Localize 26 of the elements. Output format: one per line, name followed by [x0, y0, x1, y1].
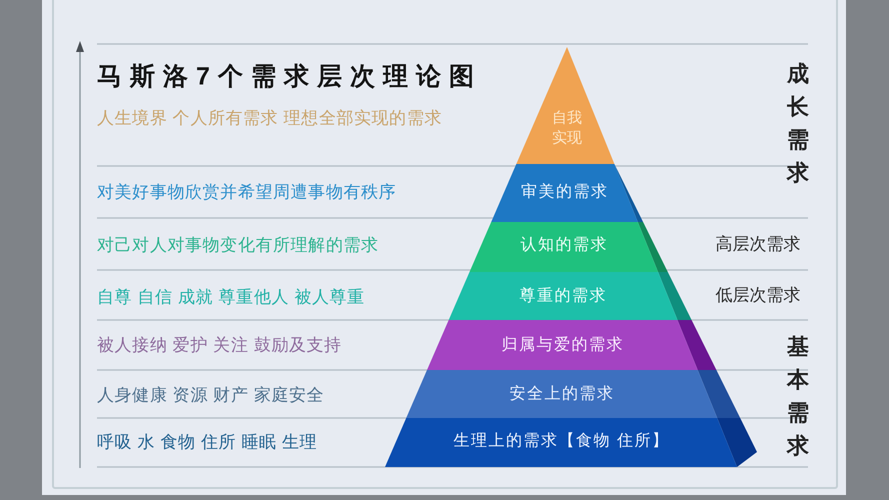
level-label: 审美的需求 [521, 182, 609, 203]
pyramid-level [491, 164, 638, 222]
description-text: 自尊 自信 成就 尊重他人 被人尊重 [97, 286, 365, 308]
description-text: 对美好事物欣赏并希望周遭事物有秩序 [97, 182, 396, 204]
level-label: 归属与爱的需求 [501, 336, 624, 356]
pyramid-level [448, 272, 678, 320]
level-label: 安全上的需求 [510, 384, 615, 405]
pyramid-level [427, 320, 698, 370]
level-label: 尊重的需求 [520, 286, 608, 307]
level-group-label: 高层次需求 [716, 234, 800, 256]
pyramid-level [406, 370, 718, 418]
title: 马斯洛7个需求层次理论图 [97, 62, 482, 92]
level-group-label: 低层次需求 [716, 284, 800, 306]
group-label: 成长需求 [785, 60, 810, 187]
pyramid-level [516, 47, 615, 164]
description-text: 人生境界 个人所有需求 理想全部实现的需求 [97, 108, 442, 130]
level-label: 生理上的需求【食物 住所】 [453, 432, 670, 452]
pyramid-level [385, 418, 737, 467]
description-text: 呼吸 水 食物 住所 睡眠 生理 [97, 432, 318, 454]
description-text: 对己对人对事物变化有所理解的需求 [97, 234, 379, 256]
description-text: 被人接纳 爱护 关注 鼓励及支持 [97, 334, 342, 356]
level-label: 自我实现 [552, 108, 582, 148]
level-label: 认知的需求 [520, 236, 608, 256]
pyramid-level [469, 222, 659, 272]
group-label: 基本需求 [785, 333, 810, 460]
description-text: 人身健康 资源 财产 家庭安全 [97, 384, 324, 406]
